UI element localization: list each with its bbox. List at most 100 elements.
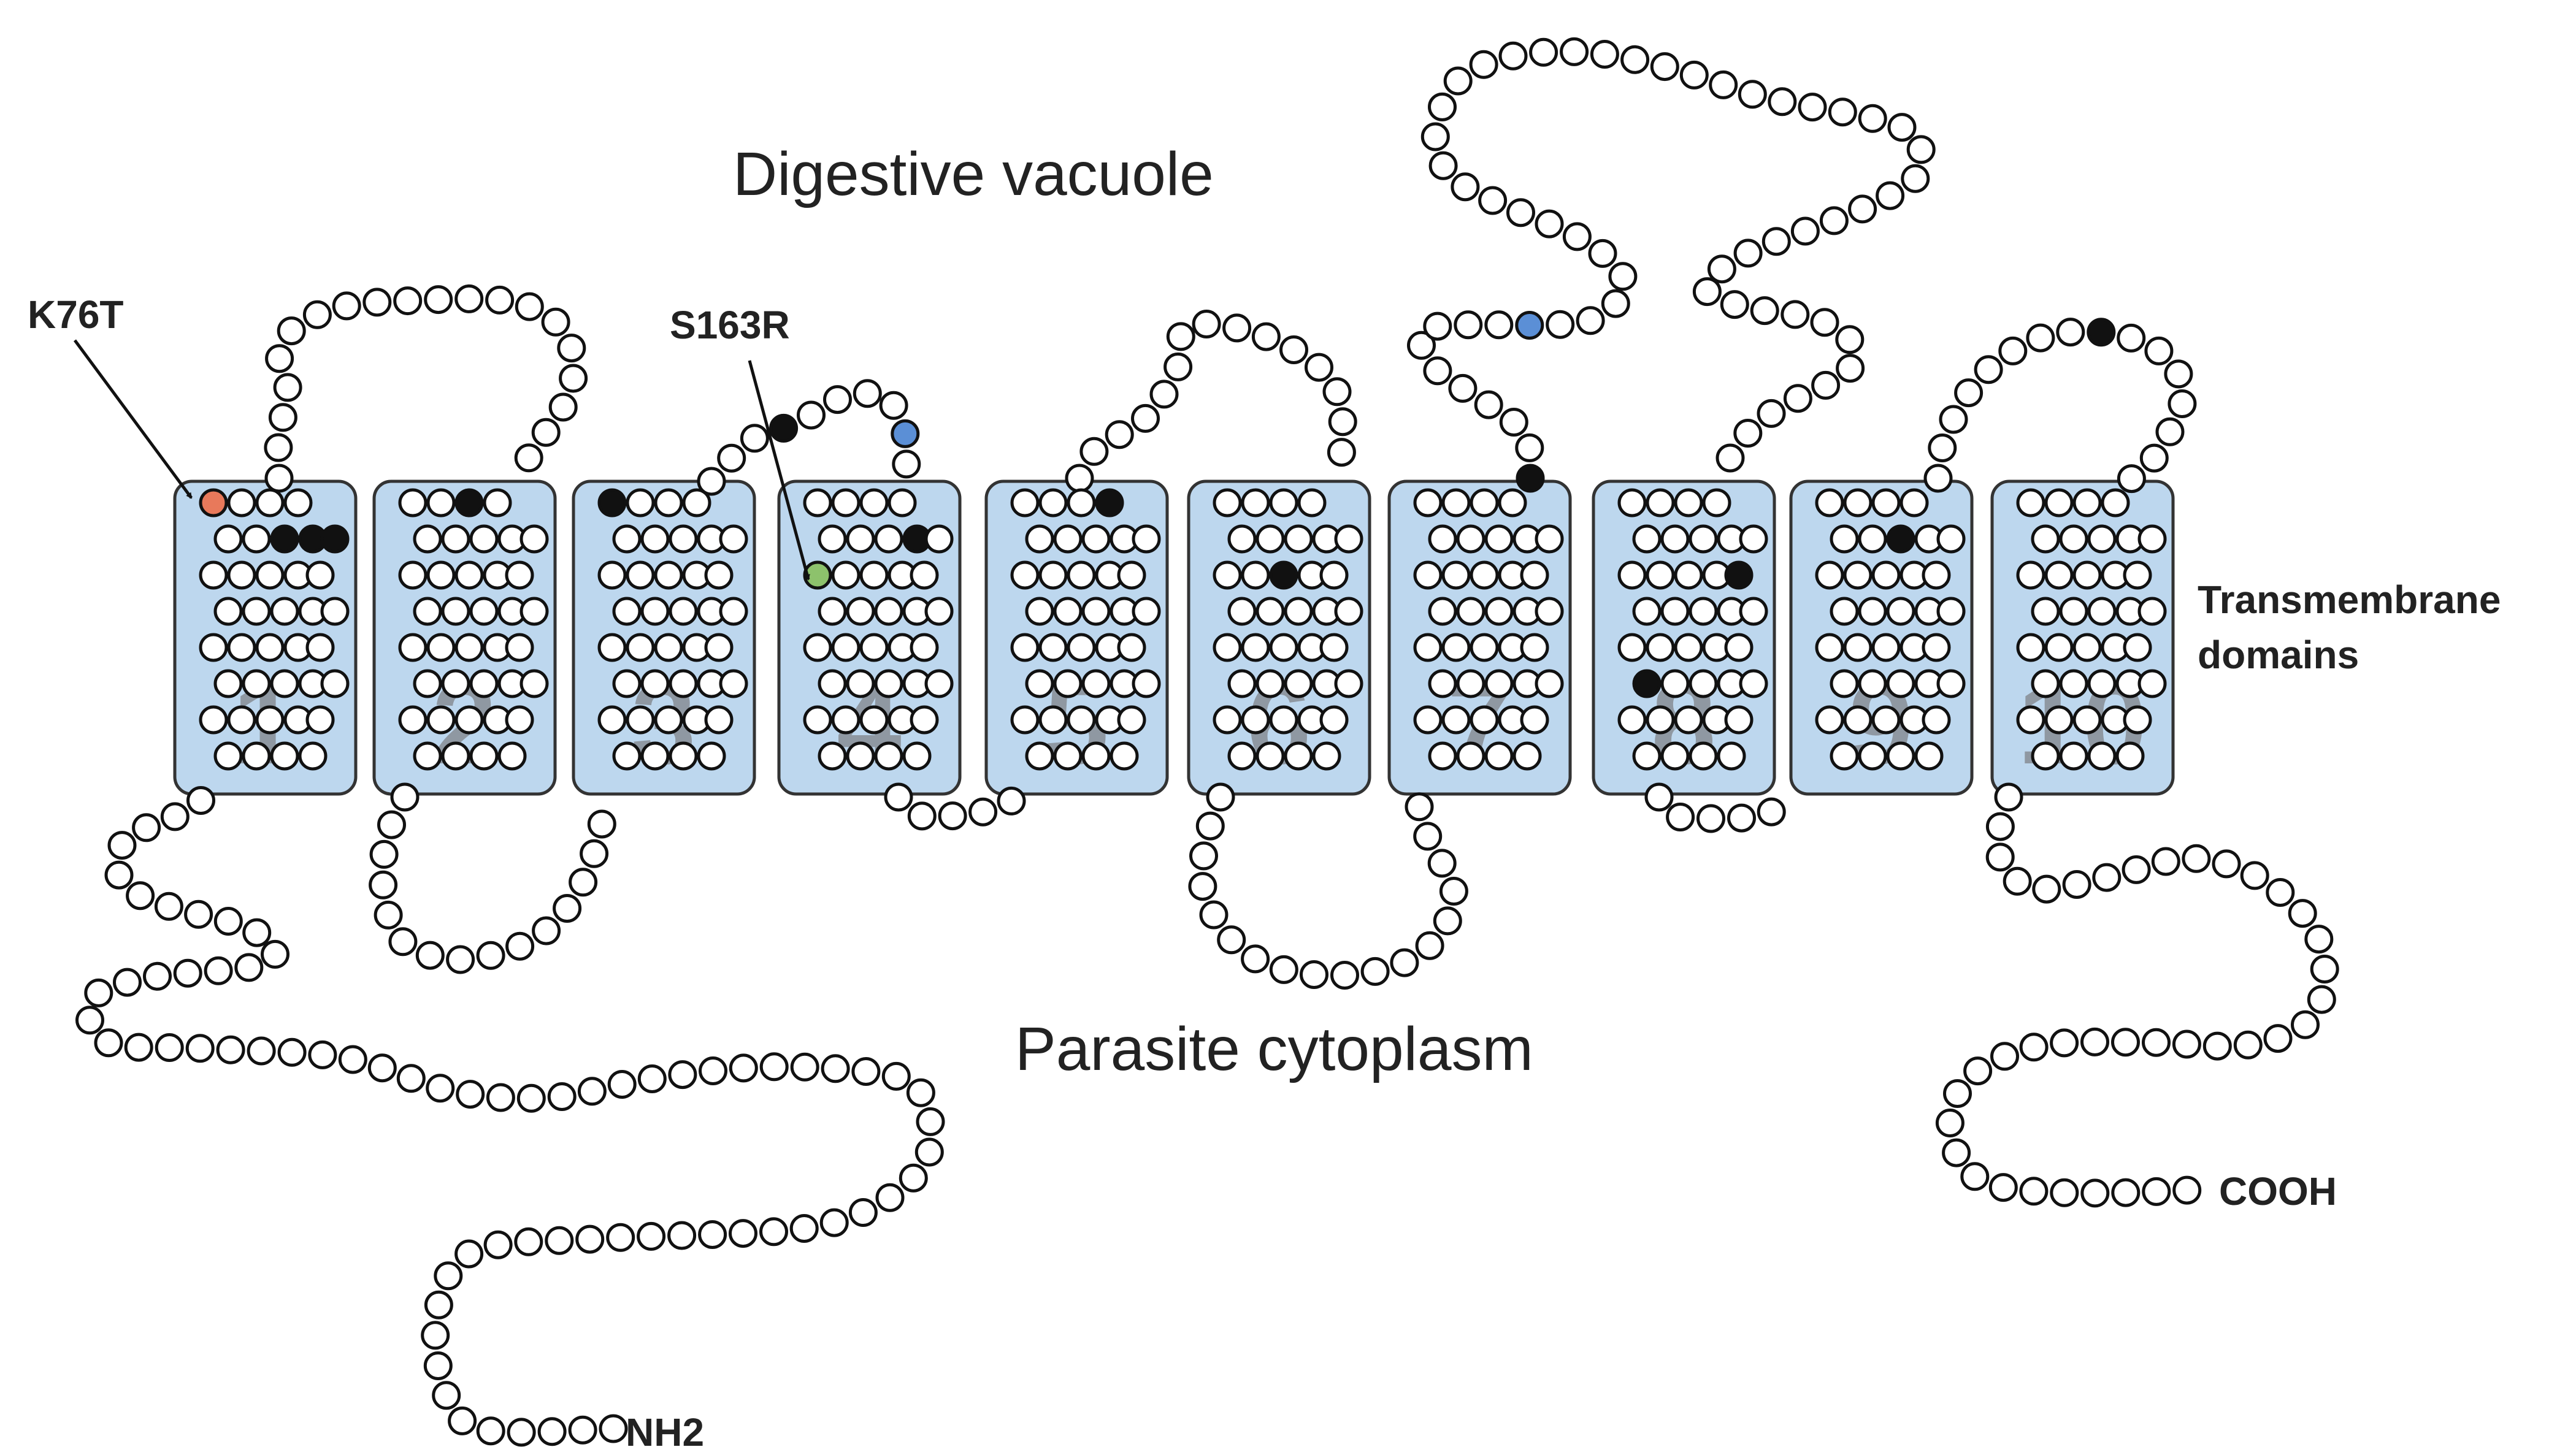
residue [2309,987,2334,1012]
residue [656,707,681,733]
residue [911,707,937,733]
k76t-label: K76T [28,292,124,337]
residue [425,1353,451,1379]
residue [1430,526,1455,552]
residue [1522,707,1547,733]
residue [1726,707,1752,733]
residue [908,1080,933,1106]
residue [2033,598,2058,624]
residue [1476,392,1501,418]
residue [1676,635,1701,660]
residue [1243,707,1268,733]
residue [1336,598,1362,624]
residue [270,405,296,430]
residue [1647,635,1673,660]
residue [1845,562,1871,588]
residue [1873,490,1899,516]
residue [2033,743,2058,769]
residue [1592,42,1617,67]
residue [1286,671,1311,697]
residue [670,743,696,769]
residue [1214,635,1240,660]
residue [456,562,482,588]
residue [721,671,746,697]
residue [2021,1034,2047,1060]
residue [1536,526,1562,552]
residue [1257,743,1283,769]
cooh-terminus-label: COOH [2219,1169,2337,1213]
residue [1286,598,1311,624]
residue [609,1072,635,1098]
residue [1758,400,1784,426]
residue [1860,671,1885,697]
residue [1324,379,1350,405]
residue [1937,1110,1963,1136]
residue [1190,874,1216,899]
residue [2312,957,2337,982]
residue [1027,598,1052,624]
residue [614,526,640,552]
residue [1197,813,1223,839]
residue [1930,435,1955,461]
residue [400,707,426,733]
residue [257,707,283,733]
residue [1903,166,1928,191]
highlighted-residue [1888,526,1914,552]
residue [1676,562,1701,588]
residue [792,1054,818,1080]
residue [1068,635,1094,660]
residue [2064,872,2090,898]
residue [1224,315,1250,341]
residue [1785,386,1811,411]
residue [1336,526,1362,552]
residue [229,490,255,516]
residue [1923,562,1949,588]
residue [1831,526,1857,552]
residue [322,671,348,697]
residue [1406,794,1432,820]
residue [1422,124,1448,150]
residue [1458,671,1484,697]
residue [599,635,625,660]
residue [570,1417,596,1443]
residue [1040,707,1066,733]
residue [1471,707,1497,733]
highlighted-residue [1271,562,1297,588]
residue [2139,598,2165,624]
residue [1271,490,1297,516]
residue [415,671,440,697]
residue [1888,671,1914,697]
residue [886,784,911,810]
residue [243,743,269,769]
residue [1681,62,1707,88]
residue [415,598,440,624]
s163r-label: S163R [670,303,790,347]
residue [426,1292,451,1318]
residue [848,743,873,769]
residue [1330,409,1355,435]
residue [109,833,135,858]
residue [2144,1178,2169,1204]
residue [1962,1164,1988,1190]
residue [1741,526,1766,552]
residue [1055,743,1081,769]
residue [229,707,255,733]
residue [257,490,283,516]
residue [721,598,746,624]
residue [156,1035,182,1061]
residue [876,526,902,552]
residue [1012,490,1038,516]
residue [833,707,859,733]
residue [307,707,333,733]
residue [1257,526,1283,552]
residue [1055,526,1081,552]
residue [2103,490,2128,516]
residue [1938,526,1964,552]
residue [508,1419,534,1445]
residue [1873,707,1899,733]
residue [1040,635,1066,660]
residue [2061,526,2087,552]
residue [656,490,681,516]
residue [1619,562,1645,588]
residue [375,902,401,928]
